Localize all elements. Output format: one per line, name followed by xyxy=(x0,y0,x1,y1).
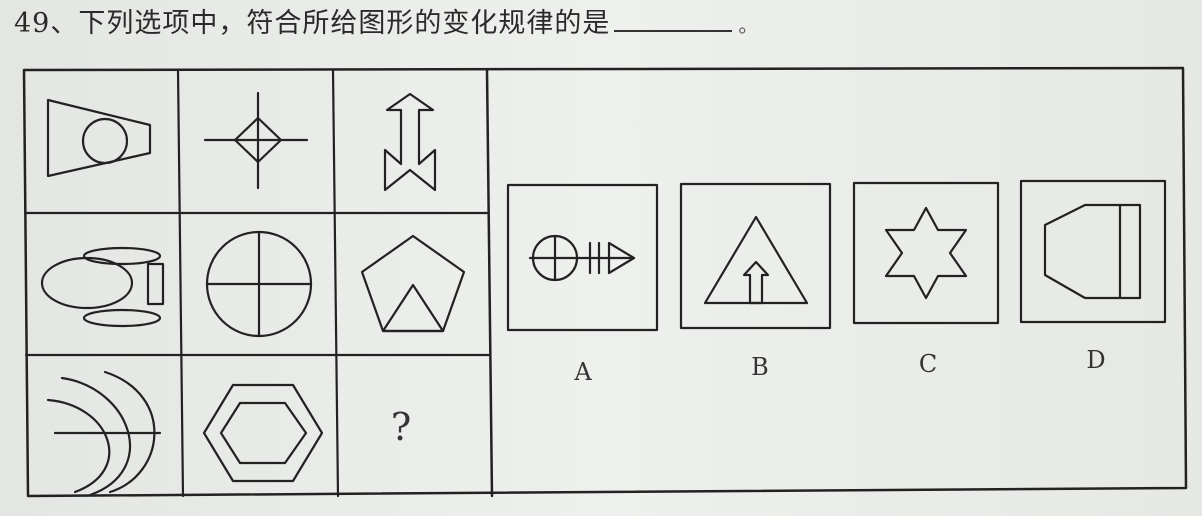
option-d-box[interactable] xyxy=(1019,179,1167,324)
figure-frame xyxy=(22,66,1188,498)
option-b-box[interactable] xyxy=(679,182,832,330)
cell-ellipses-icon xyxy=(40,246,165,328)
missing-question-mark: ? xyxy=(391,405,411,449)
trapezoid-icon xyxy=(1043,203,1142,300)
grid-line xyxy=(176,68,185,498)
circle-arrow-icon xyxy=(528,234,636,282)
triangle-arrow-icon xyxy=(703,215,809,305)
cell-pentagon-triangle-icon xyxy=(360,234,466,333)
option-b-label[interactable]: B xyxy=(751,353,769,381)
cell-circle-cross-icon xyxy=(205,230,313,338)
cell-hexagons-icon xyxy=(202,383,324,483)
option-a-label[interactable]: A xyxy=(573,358,592,386)
answer-blank xyxy=(614,4,733,32)
option-c-box[interactable] xyxy=(852,181,1000,325)
option-d-label[interactable]: D xyxy=(1086,346,1105,374)
option-a-box[interactable] xyxy=(506,183,659,332)
question-title: 49、下列选项中，符合所给图形的变化规律的是 。 xyxy=(14,4,759,45)
cell-trapezoid-circle-icon xyxy=(46,98,152,178)
question-number: 49、 xyxy=(14,8,79,39)
cell-diamond-cross-icon xyxy=(203,91,309,190)
cell-up-arrow-icon xyxy=(383,92,437,192)
grid-line xyxy=(331,68,340,498)
star-icon xyxy=(884,206,968,300)
question-text: 下列选项中，符合所给图形的变化规律的是 xyxy=(78,8,611,39)
question-period: 。 xyxy=(738,13,760,37)
grid-divider xyxy=(485,68,494,498)
cell-arcs-icon xyxy=(46,370,162,497)
option-c-label[interactable]: C xyxy=(919,350,937,378)
